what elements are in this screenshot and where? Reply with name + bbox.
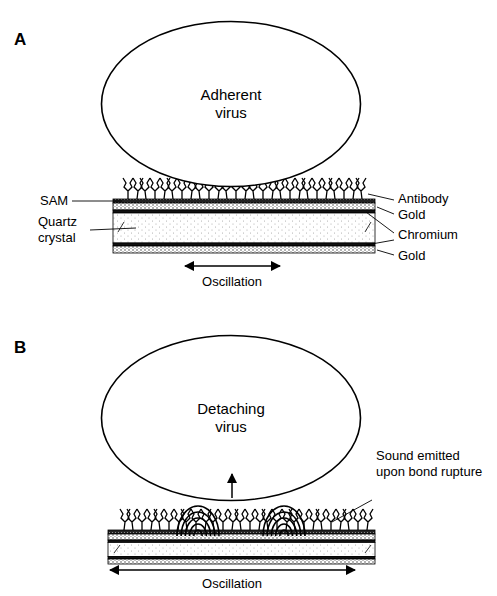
antibody — [137, 509, 147, 530]
sound-arc — [280, 530, 288, 536]
virus-label: Adherent virus — [196, 86, 266, 122]
antibody — [312, 178, 322, 199]
antibody — [164, 509, 174, 530]
antibody — [167, 178, 177, 199]
sound-arc — [181, 512, 215, 536]
antibody — [329, 178, 339, 199]
sound-arc — [267, 512, 301, 536]
antibody — [245, 509, 255, 530]
panel-letter: B — [14, 338, 26, 358]
part-label: Chromium — [398, 227, 458, 243]
virus-particle: Detaching virus — [100, 334, 362, 502]
sound-arc — [276, 524, 293, 536]
antibody — [363, 509, 373, 530]
part-label: Antibody — [398, 191, 449, 207]
annotation: Sound emitted upon bond rupture — [376, 448, 486, 479]
antibody — [150, 178, 160, 199]
antibody-layer — [120, 509, 373, 530]
antibody — [218, 509, 228, 530]
antibody — [339, 178, 349, 199]
oscillation-arrow — [185, 265, 280, 267]
part-label: Gold — [398, 207, 425, 223]
antibody — [326, 509, 336, 530]
antibody — [140, 178, 150, 199]
motion-label: Oscillation — [202, 274, 262, 290]
sound-arc — [194, 530, 202, 536]
motion-label: Oscillation — [202, 576, 262, 592]
sound-arc — [190, 524, 207, 536]
leader-line — [332, 500, 372, 522]
part-label: SAM — [40, 193, 68, 209]
sound-arc — [185, 518, 210, 536]
virus-label: Detaching virus — [196, 400, 266, 436]
antibody — [356, 178, 366, 199]
antibody — [123, 178, 133, 199]
sensor-stack-a — [113, 199, 375, 253]
antibody — [285, 178, 295, 199]
part-label: Gold — [398, 248, 425, 264]
antibody — [154, 509, 164, 530]
sound-arc — [271, 518, 296, 536]
part-label: Quartz crystal — [38, 214, 90, 245]
antibody — [316, 509, 326, 530]
detach-arrow — [231, 474, 233, 498]
panel-letter: A — [14, 30, 26, 50]
sound-arc — [177, 506, 219, 536]
antibody — [302, 178, 312, 199]
antibody — [235, 509, 245, 530]
sound-arc — [263, 506, 305, 536]
sound-waves — [177, 506, 305, 536]
antibody — [127, 509, 137, 530]
antibody — [353, 509, 363, 530]
antibody — [343, 509, 353, 530]
oscillation-arrow — [110, 569, 355, 571]
sensor-stack-b — [108, 530, 375, 564]
leader-lines — [72, 194, 394, 255]
virus-particle: Adherent virus — [100, 20, 362, 188]
